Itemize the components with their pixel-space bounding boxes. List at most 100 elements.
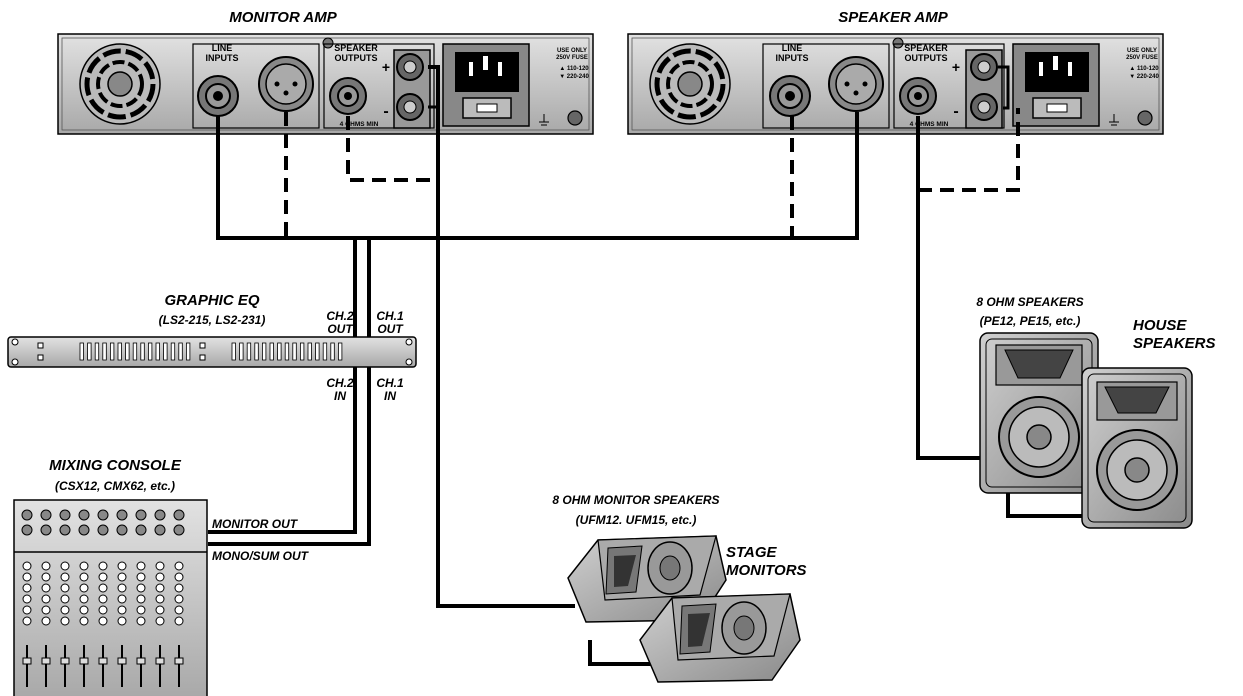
eq-fader-slot <box>315 342 320 361</box>
mixer-jack <box>97 509 109 521</box>
svg-text:+: + <box>382 59 390 75</box>
fan-icon <box>649 43 731 125</box>
mixer-knob <box>117 594 127 604</box>
mixer-knob <box>98 616 108 626</box>
mixer-jack <box>135 509 147 521</box>
mixer-fader-cap <box>79 657 89 665</box>
svg-text:(PE12, PE15, etc.): (PE12, PE15, etc.) <box>980 314 1081 328</box>
line-inputs-label: LINE <box>782 43 803 53</box>
mixer-knob <box>79 583 89 593</box>
svg-text:250V FUSE: 250V FUSE <box>1126 55 1158 61</box>
jack-input-icon <box>197 75 239 117</box>
mixer-fader-slot <box>102 645 104 687</box>
mixer-knob <box>136 561 146 571</box>
mixer-knob <box>174 572 184 582</box>
speaker-outputs-label: SPEAKER <box>334 43 378 53</box>
mixer-jack <box>116 524 128 536</box>
monitor-amp-title: MONITOR AMP <box>229 9 337 26</box>
eq-fader-slot <box>337 342 343 361</box>
eq-fader-slot <box>147 342 153 361</box>
svg-text:INPUTS: INPUTS <box>775 53 808 63</box>
dashed-cables <box>284 108 1020 238</box>
mixer-fader-cap <box>155 657 165 665</box>
mixer-knob <box>60 561 70 571</box>
mixer-knob <box>98 561 108 571</box>
mixer-knob <box>60 605 70 615</box>
mixer-fader-slot <box>64 645 66 687</box>
svg-text:IN: IN <box>334 389 346 403</box>
eq-fader-slot <box>254 342 259 361</box>
eq-fader-slot <box>132 342 138 361</box>
svg-text:INPUTS: INPUTS <box>205 53 238 63</box>
svg-text:USE ONLY: USE ONLY <box>557 48 587 54</box>
monitor-out-label: MONITOR OUT <box>212 517 299 531</box>
mixer-fader-cap <box>174 657 184 665</box>
house-speakers: 8 OHM SPEAKERS (PE12, PE15, etc.) HOUSE … <box>976 295 1216 529</box>
mixer-jack <box>97 524 109 536</box>
mixing-console-title: MIXING CONSOLE <box>49 457 182 474</box>
mixer-knob <box>136 583 146 593</box>
graphic-eq: GRAPHIC EQ (LS2-215, LS2-231) CH.2 OUT C… <box>7 292 417 403</box>
stage-monitor-cable <box>428 65 575 608</box>
mixer-fader-cap <box>41 657 51 665</box>
house-speakers-title: HOUSE <box>1133 317 1187 334</box>
mixer-jack <box>154 509 166 521</box>
mixer-knob <box>155 605 165 615</box>
mixer-knob <box>41 561 51 571</box>
mixer-knob <box>174 583 184 593</box>
mixer-fader-slot <box>26 645 28 687</box>
svg-text:-: - <box>953 103 958 120</box>
mixer-knob <box>98 594 108 604</box>
jack-output-icon <box>329 77 367 115</box>
eq-fader-slot <box>79 342 84 361</box>
mixer-knobs <box>21 509 185 687</box>
mixer-knob <box>117 561 127 571</box>
speaker-amp-title: SPEAKER AMP <box>838 9 948 26</box>
xlr-input-icon <box>258 56 314 112</box>
ohms-min-label: 4 OHMS MIN <box>910 121 949 128</box>
mixer-fader-slot <box>178 645 180 687</box>
line-inputs-label: LINE <box>212 43 233 53</box>
svg-text:OUTPUTS: OUTPUTS <box>904 53 947 63</box>
mixing-console: MIXING CONSOLE (CSX12, CMX62, etc.) MONI… <box>13 457 310 696</box>
mixer-knob <box>155 561 165 571</box>
svg-text:▲ 110-120: ▲ 110-120 <box>1129 66 1159 72</box>
mixer-knob <box>174 594 184 604</box>
mixer-knob <box>22 583 32 593</box>
stage-monitors: 8 OHM MONITOR SPEAKERS (UFM12. UFM15, et… <box>552 493 807 683</box>
speaker-amp: SPEAKER AMP LINE INPUTS SPEAKER OUTPUTS <box>627 9 1164 135</box>
mixer-knob <box>98 583 108 593</box>
graphic-eq-unit <box>7 336 417 368</box>
mixer-knob <box>79 561 89 571</box>
eq-fader-slot <box>261 342 267 361</box>
mixer-knob <box>136 594 146 604</box>
mono-sum-out-label: MONO/SUM OUT <box>212 549 310 563</box>
ground-icon <box>539 110 583 126</box>
svg-text:OUT: OUT <box>327 322 354 336</box>
svg-text:CH.2: CH.2 <box>326 309 354 323</box>
eq-fader-slot <box>155 342 160 361</box>
svg-text:(UFM12. UFM15, etc.): (UFM12. UFM15, etc.) <box>576 513 697 527</box>
eq-fader-slot <box>163 342 168 361</box>
eq-fader-slot <box>299 342 305 361</box>
eq-fader-slot <box>307 342 312 361</box>
mixer-knob <box>41 583 51 593</box>
mixer-jack <box>173 524 185 536</box>
mixer-knob <box>155 583 165 593</box>
svg-text:▼ 220-240: ▼ 220-240 <box>559 74 589 80</box>
mixer-knob <box>22 572 32 582</box>
mixer-fader-cap <box>117 657 127 665</box>
mixer-knob <box>98 572 108 582</box>
eq-fader-slot <box>292 342 297 361</box>
mixer-knob <box>60 594 70 604</box>
mixer-knob <box>41 605 51 615</box>
mixer-fader-slot <box>121 645 123 687</box>
speaker-cabinet-icon <box>1081 367 1193 529</box>
eq-fader-slot <box>231 342 236 361</box>
mixer-knob <box>22 594 32 604</box>
mixer-knob <box>98 605 108 615</box>
svg-text:▲ 110-120: ▲ 110-120 <box>559 66 589 72</box>
mixer-knob <box>60 572 70 582</box>
speaker-outputs-label: SPEAKER <box>904 43 948 53</box>
